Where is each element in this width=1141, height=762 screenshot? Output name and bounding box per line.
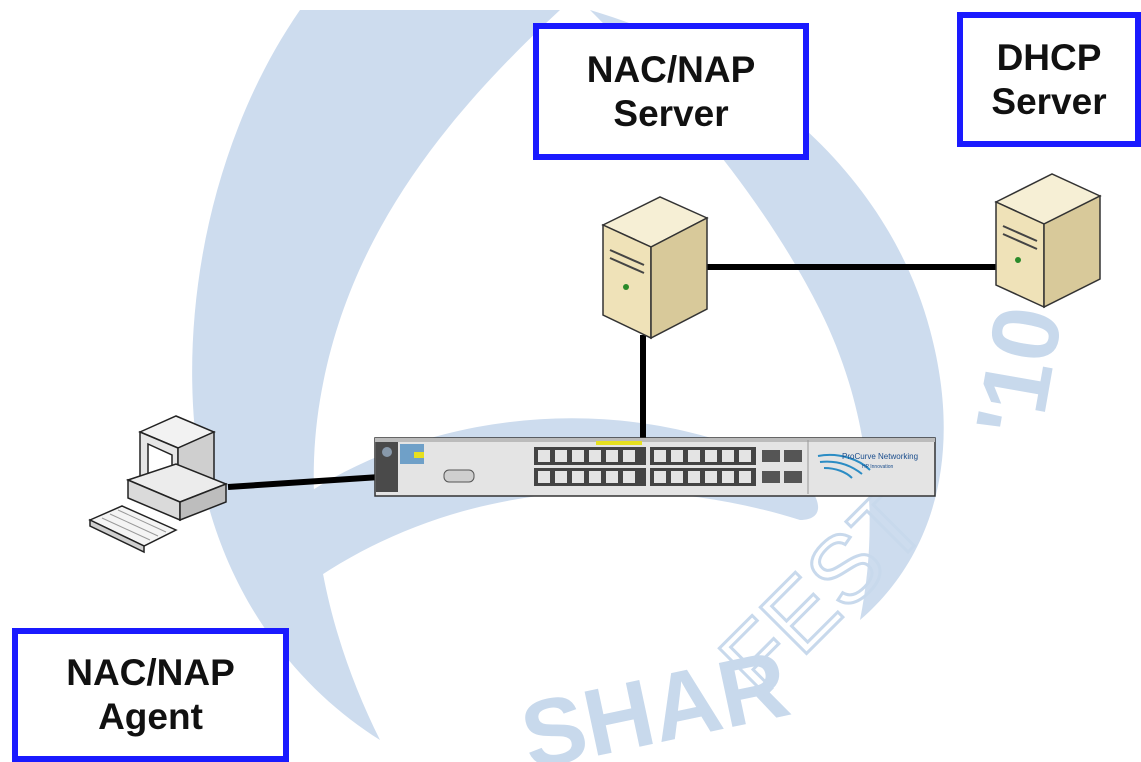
dhcp-server-label: DHCP Server <box>957 12 1141 147</box>
dhcp-label-line2: Server <box>991 80 1107 122</box>
switch-brand-text: ProCurve Networking <box>842 452 918 461</box>
nac-agent-label-line1: NAC/NAP <box>66 652 235 693</box>
watermark-text: SHAR FEST '10 <box>512 299 1083 762</box>
switch-tagline-text: HP Innovation <box>862 464 894 470</box>
network-switch-icon: ProCurve Networking HP Innovation <box>374 437 936 497</box>
nac-nap-agent-label: NAC/NAP Agent <box>12 628 289 762</box>
nac-server-icon <box>601 196 709 340</box>
svg-text:'10: '10 <box>956 299 1083 444</box>
network-links <box>227 264 1000 490</box>
dhcp-server-icon <box>994 173 1102 309</box>
link-agent-switch <box>227 474 381 490</box>
nac-server-label-line1: NAC/NAP <box>586 48 756 90</box>
workstation-icon <box>88 415 229 554</box>
nac-server-label-line2: Server <box>613 92 729 134</box>
dhcp-label-line1: DHCP <box>996 36 1102 78</box>
nac-agent-label-line2: Agent <box>98 696 203 737</box>
nac-nap-server-label: NAC/NAP Server <box>533 23 809 160</box>
